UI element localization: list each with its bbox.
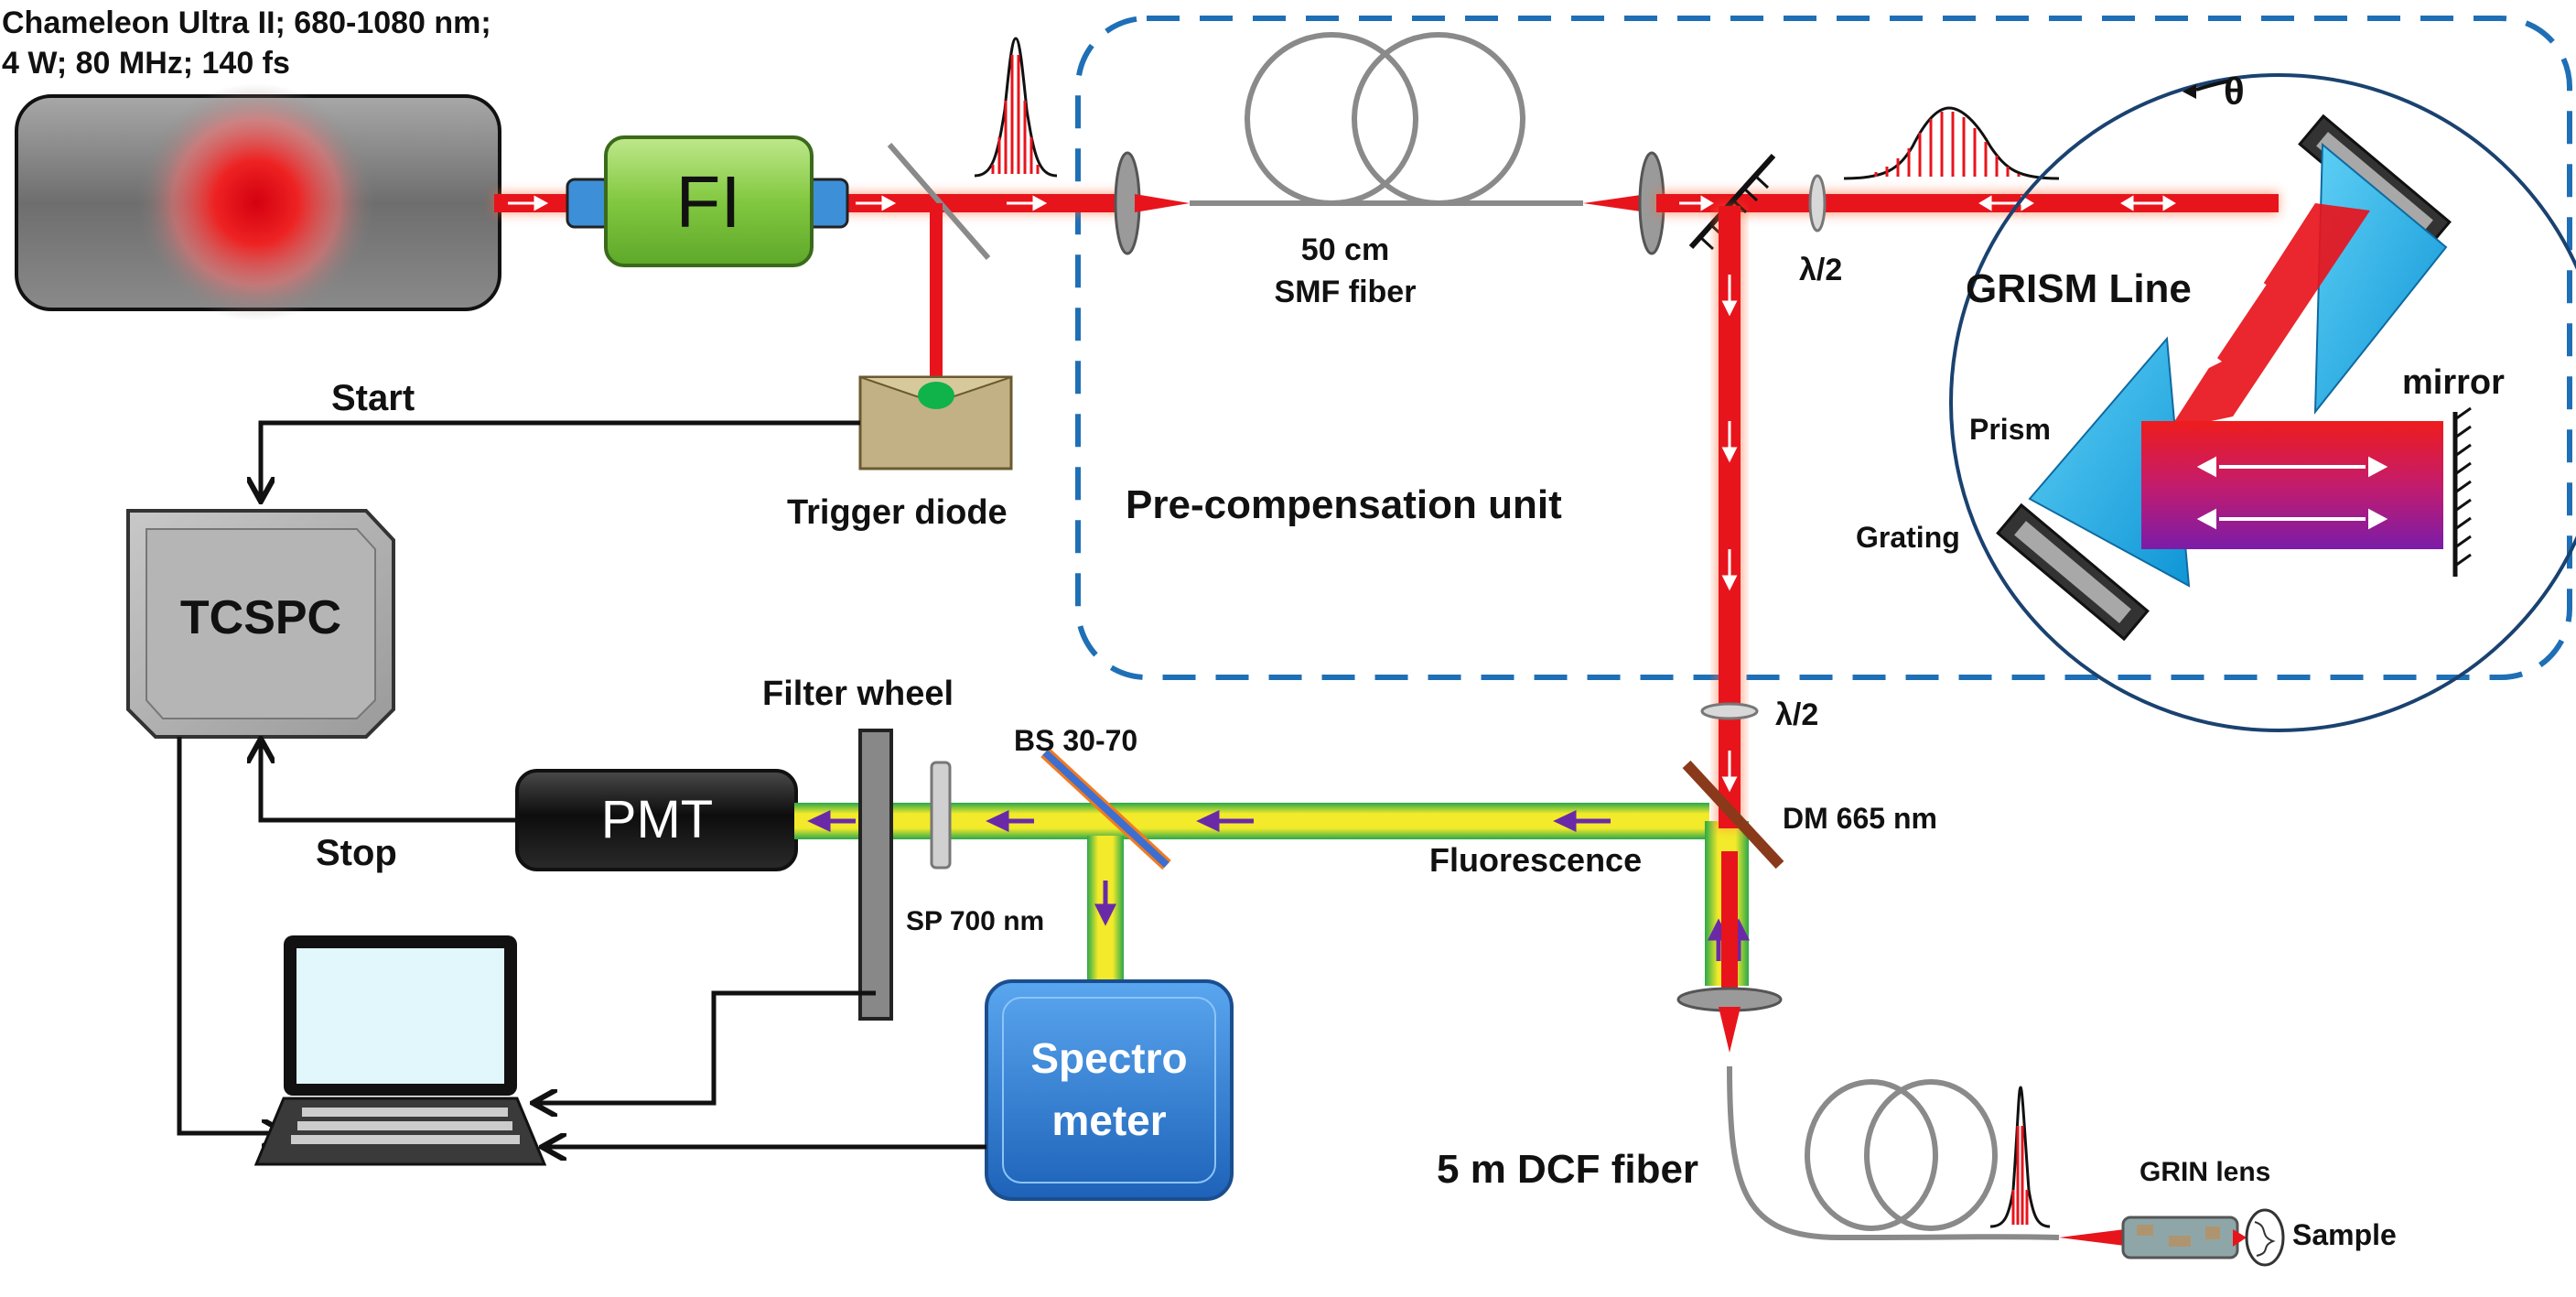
laser-spec-line2: 4 W; 80 MHz; 140 fs	[2, 46, 290, 81]
start-label: Start	[331, 378, 415, 418]
spectrometer-label-2: meter	[1051, 1097, 1166, 1144]
bs-label: BS 30-70	[1014, 724, 1137, 757]
mirror-label: mirror	[2402, 363, 2505, 402]
diffracted-beam	[2169, 203, 2370, 430]
theta-label: θ	[2224, 70, 2245, 113]
halfwave-plate-1	[1808, 174, 1827, 232]
beam-sampler	[887, 143, 991, 260]
grism-inset-circle	[1949, 73, 2576, 732]
filter-wheel-label: Filter wheel	[762, 675, 954, 713]
trigger-diode	[858, 375, 1013, 470]
precompensation-unit-label: Pre-compensation unit	[1126, 482, 1562, 527]
smf-label-2: SMF fiber	[1275, 275, 1417, 309]
fluorescence-label: Fluorescence	[1429, 841, 1642, 879]
tcspc-module	[126, 509, 395, 739]
smf-label-1: 50 cm	[1301, 232, 1389, 267]
end-mirror	[2452, 406, 2472, 577]
halfwave-label-1: λ/2	[1799, 253, 1842, 287]
grin-lens-texture	[2137, 1225, 2220, 1247]
halfwave-label-2: λ/2	[1775, 697, 1818, 732]
isolator-label: FI	[675, 161, 740, 243]
precompensation-unit-border	[1075, 16, 2572, 680]
beam-direction-arrows	[508, 195, 1048, 211]
beam-to-dcf-lens	[1721, 851, 1738, 998]
beam-focus-out	[1583, 194, 1647, 212]
down-beam-arrows	[1721, 275, 1738, 793]
shortpass-filter	[930, 761, 952, 870]
stop-signal-line	[261, 741, 517, 823]
stop-label: Stop	[316, 833, 397, 873]
filter-wheel[interactable]	[858, 729, 893, 1021]
dcf-fiber	[1727, 1065, 2060, 1241]
dispersed-spectrum-beam	[2141, 421, 2443, 549]
laser-source	[15, 83, 501, 321]
grating-label: Grating	[1856, 521, 1960, 554]
trigger-diode-label: Trigger diode	[787, 493, 1008, 532]
tcspc-to-laptop-line	[177, 737, 284, 1133]
grin-label: GRIN lens	[2139, 1157, 2270, 1187]
prism-label: Prism	[1969, 413, 2051, 446]
laser-spec-line1: Chameleon Ultra II; 680-1080 nm;	[2, 5, 491, 40]
sample	[2245, 1208, 2285, 1267]
rotation-arrowhead	[2183, 84, 2196, 99]
beam-focus-in	[1135, 194, 1190, 212]
grism-beam-arrows	[1679, 195, 2176, 211]
beam-to-trigger	[930, 203, 943, 382]
grism-title: GRISM Line	[1966, 266, 2192, 311]
tcspc-label: TCSPC	[180, 591, 341, 644]
sp-label: SP 700 nm	[906, 906, 1044, 936]
halfwave-plate-2	[1700, 702, 1759, 720]
faraday-isolator	[566, 135, 849, 267]
pulse-chirped	[1843, 106, 2060, 180]
rotation-arrow	[2195, 79, 2232, 92]
diffracted-arrowhead	[2205, 352, 2222, 370]
diffracted-arrow	[2211, 282, 2267, 363]
beam-to-sample	[2233, 1229, 2247, 1247]
beam-to-grin	[2059, 1228, 2132, 1247]
spectrometer-inner	[1002, 997, 1216, 1184]
start-signal-line	[261, 420, 860, 499]
sample-label: Sample	[2292, 1218, 2397, 1251]
smf-fiber	[1190, 32, 1583, 206]
laptop[interactable]	[253, 935, 547, 1166]
spectrometer-label-1: Spectro	[1030, 1034, 1187, 1082]
spectrometer	[985, 979, 1234, 1201]
dichroic-mirror	[1682, 760, 1784, 870]
filterwheel-to-laptop-line	[535, 990, 876, 1103]
pulse-compressed	[1989, 1086, 2051, 1228]
lower-grating	[1996, 503, 2150, 642]
beam-splitter-core	[1042, 750, 1169, 868]
dm-label: DM 665 nm	[1783, 802, 1937, 835]
dcf-label: 5 m DCF fiber	[1437, 1147, 1698, 1192]
beam-focus-dcf	[1719, 1007, 1741, 1053]
pmt-label: PMT	[601, 790, 713, 849]
pulse-input	[974, 37, 1058, 178]
spectrum-arrows	[2196, 456, 2388, 530]
